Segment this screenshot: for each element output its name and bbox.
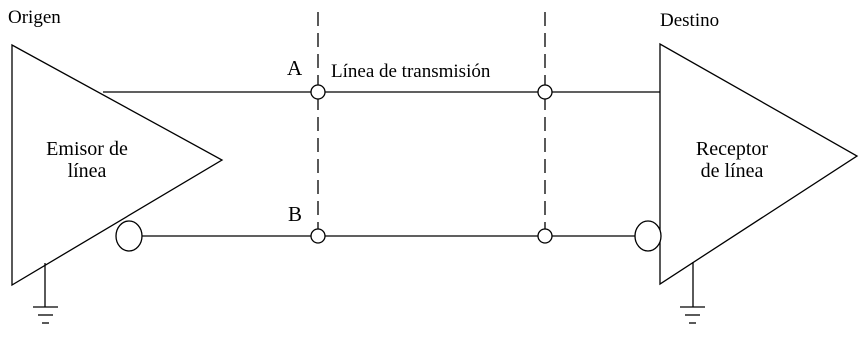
transmission-line-label: Línea de transmisión bbox=[331, 61, 491, 82]
ground-icon-source bbox=[33, 263, 58, 324]
terminal-a-right bbox=[537, 84, 553, 100]
line-driver-triangle bbox=[11, 43, 224, 287]
line-driver-label-line-1: Emisor de bbox=[46, 138, 128, 160]
receiver-inverted-input-bubble bbox=[634, 220, 662, 252]
line-receiver-triangle bbox=[659, 42, 859, 286]
terminal-b-left bbox=[310, 228, 326, 244]
terminal-a-left bbox=[310, 84, 326, 100]
line-a-label: A bbox=[287, 56, 303, 80]
driver-inverted-output-bubble bbox=[115, 220, 143, 252]
destino-label: Destino bbox=[660, 10, 720, 31]
line-receiver-label-line-2: de línea bbox=[700, 160, 764, 182]
line-driver-label-line-2: línea bbox=[67, 160, 107, 182]
terminal-b-right bbox=[537, 228, 553, 244]
line-driver-label: Emisor de línea bbox=[24, 138, 150, 182]
origen-label: Origen bbox=[8, 7, 61, 28]
line-receiver-label: Receptor de línea bbox=[672, 138, 792, 182]
line-b-label: B bbox=[288, 202, 303, 226]
line-receiver-label-line-1: Receptor bbox=[695, 138, 769, 160]
ground-icon-destination bbox=[680, 262, 705, 324]
